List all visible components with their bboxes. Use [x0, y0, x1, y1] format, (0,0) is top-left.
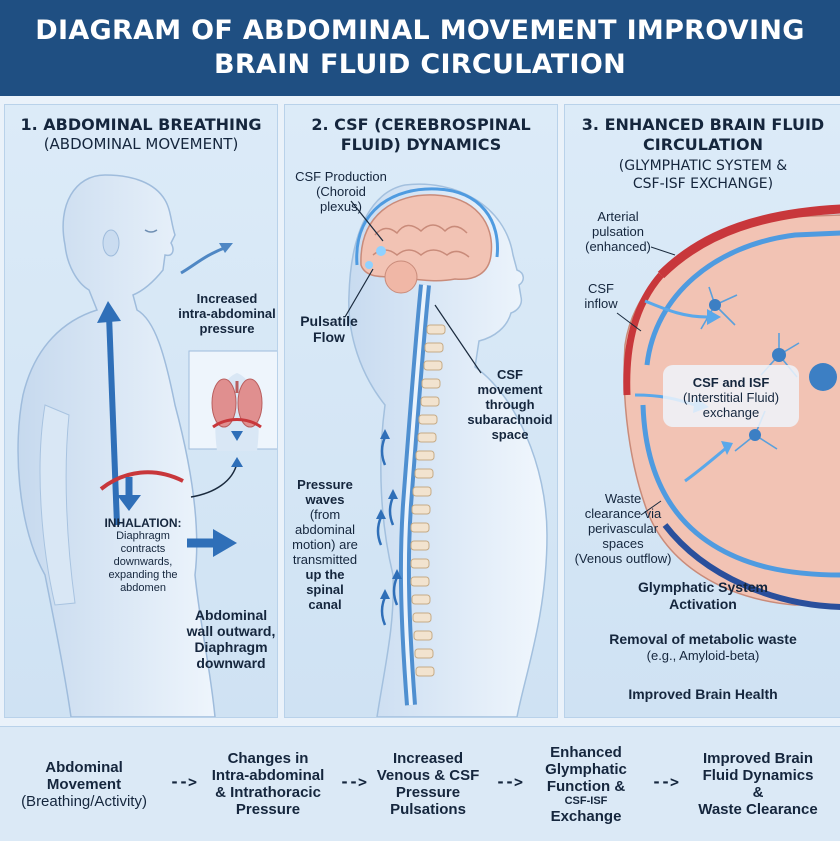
pressure-waves-label: Pressure waves (from abdominal motion) a…	[285, 477, 365, 612]
title-line-1: DIAGRAM OF ABDOMINAL MOVEMENT IMPROVING	[35, 14, 804, 48]
title-line-2: BRAIN FLUID CIRCULATION	[214, 48, 626, 82]
cell-nucleus	[809, 363, 837, 391]
cerebellum	[385, 261, 417, 293]
inhalation-label: INHALATION: Diaphragm contracts downward…	[93, 517, 193, 595]
choroid-plexus-glow	[376, 246, 386, 256]
panel1-subtitle: (ABDOMINAL MOVEMENT)	[5, 135, 277, 154]
flow-arrow-1: -->	[170, 773, 197, 791]
flow-arrow-2: -->	[340, 773, 367, 791]
panel-abdominal-breathing: 1. ABDOMINAL BREATHING (ABDOMINAL MOVEME…	[4, 104, 278, 718]
csf-isf-exchange-label: CSF and ISF (Interstitial Fluid) exchang…	[663, 375, 799, 420]
metabolic-waste-label: Removal of metabolic waste (e.g., Amyloi…	[565, 631, 840, 663]
panel1-title: 1. ABDOMINAL BREATHING	[5, 115, 277, 135]
flow-arrow-4: -->	[652, 773, 679, 791]
ear	[103, 230, 119, 256]
title-banner: DIAGRAM OF ABDOMINAL MOVEMENT IMPROVING …	[0, 0, 840, 96]
flow-arrow-3: -->	[496, 773, 523, 791]
brain-health-label: Improved Brain Health	[565, 687, 840, 702]
breath-arrow	[181, 247, 227, 273]
panel3-subtitle: (GLYMPHATIC SYSTEM &CSF-ISF EXCHANGE)	[565, 157, 840, 193]
